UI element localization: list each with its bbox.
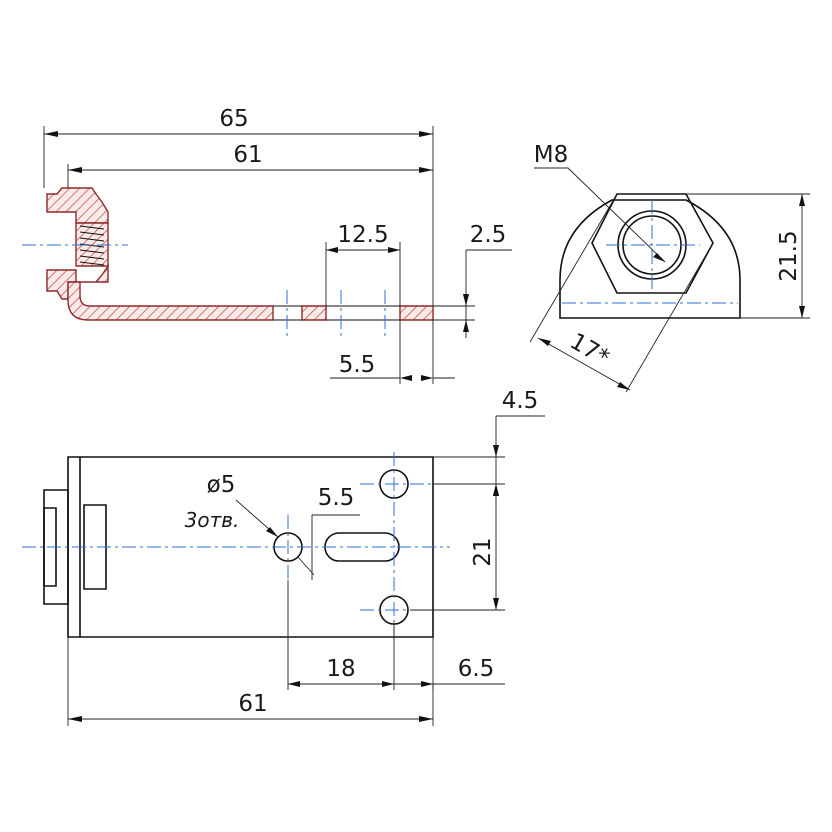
- dim-line-4-5: [433, 415, 545, 500]
- dim-17: 17*: [565, 328, 613, 371]
- dim-line-21: [410, 483, 505, 611]
- hole-cuts: [273, 305, 400, 321]
- thread-label: M8: [534, 142, 568, 168]
- top-view: 4.5 21 ø5 3отв. 5.5 18 6.5 61: [22, 388, 545, 726]
- dim-61-bottom: 61: [238, 691, 267, 717]
- hole-leader: [235, 499, 315, 576]
- dim-line-61-top: [67, 164, 433, 188]
- side-view: 65 61 12.5 2.5 5.5: [22, 106, 512, 384]
- end-view: M8 21.5 17*: [529, 142, 810, 393]
- slot: [324, 532, 400, 562]
- dim-2-5: 2.5: [470, 222, 507, 248]
- dim-6-5: 6.5: [458, 656, 495, 682]
- top-nut-boss: [83, 504, 107, 590]
- dim-5-5-top: 5.5: [318, 485, 355, 511]
- dim-21: 21: [470, 537, 496, 566]
- bracket-plate-mid: [301, 305, 327, 321]
- dim-line-21-5: [686, 193, 810, 319]
- dim-line-5-5-side: [330, 320, 455, 384]
- dim-line-5-5-top: [311, 514, 360, 580]
- bracket-plate-right: [399, 305, 434, 321]
- dim-18: 18: [326, 656, 355, 682]
- dim-line-65: [43, 126, 434, 306]
- dim-line-2-5: [433, 249, 512, 338]
- m8-leader: [534, 167, 666, 263]
- dim-line-12-5: [325, 242, 401, 306]
- dim-12-5: 12.5: [337, 222, 388, 248]
- hole-diameter: ø5: [207, 472, 236, 498]
- top-nut-face: [43, 507, 57, 587]
- bracket-plate-section: [67, 281, 274, 321]
- nut-section-upper: [46, 187, 109, 224]
- hole-count: 3отв.: [185, 508, 240, 532]
- dim-5-5-side: 5.5: [339, 352, 376, 378]
- dim-65: 65: [219, 106, 248, 132]
- dim-21-5: 21.5: [776, 230, 802, 281]
- nut-section-lower: [46, 263, 109, 300]
- dim-61-top: 61: [233, 142, 262, 168]
- dim-line-17: [529, 193, 714, 393]
- dim-line-18: [287, 580, 395, 690]
- dim-4-5: 4.5: [502, 388, 539, 414]
- end-view-bracket-outline: [559, 199, 741, 319]
